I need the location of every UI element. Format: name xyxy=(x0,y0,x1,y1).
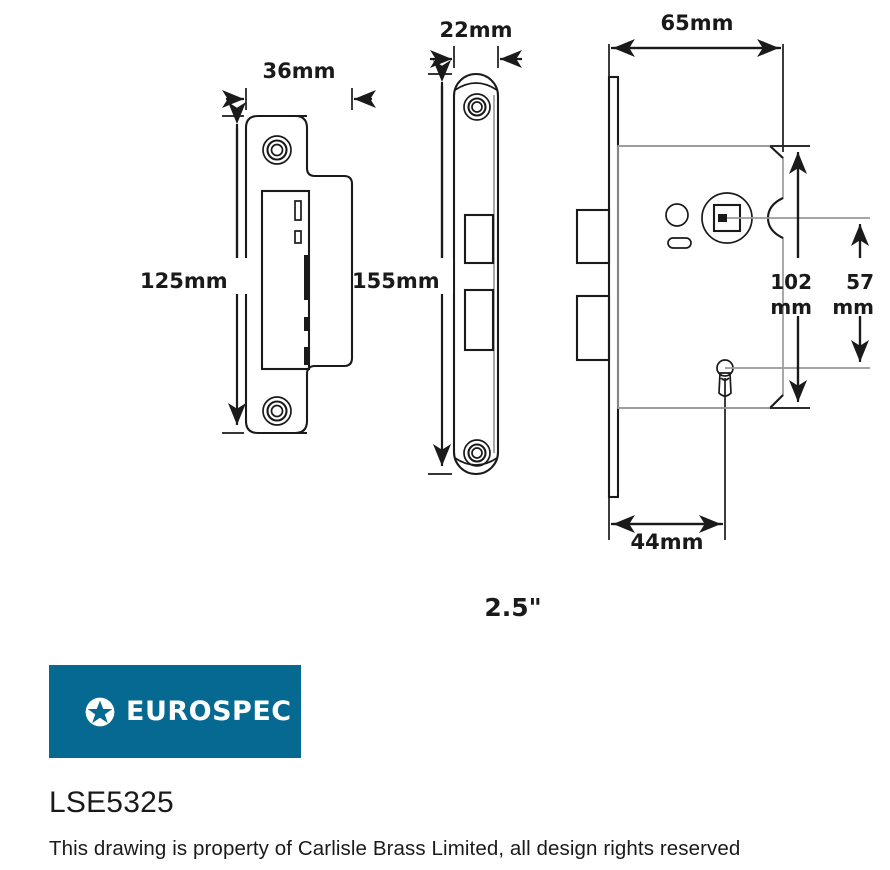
dimension-36mm-label: 36mm xyxy=(263,59,336,83)
forend-bolt-aperture xyxy=(463,288,495,352)
dimension-57mm: 57 mm xyxy=(832,224,876,362)
dimension-36mm: 36mm xyxy=(222,59,376,110)
product-code: LSE5325 xyxy=(49,786,174,819)
follower-spindle-mark xyxy=(718,214,727,222)
faceplate-notch-1 xyxy=(294,200,302,221)
lockbody-chamfer-bottom xyxy=(769,394,784,409)
faceplate-notch-2 xyxy=(294,230,302,244)
dimension-22mm-label: 22mm xyxy=(440,18,513,42)
lockbody-pin-hole xyxy=(665,203,689,227)
forend-latch-aperture xyxy=(463,213,495,265)
eurospec-logo-text: EUROSPEC xyxy=(126,696,292,727)
dimension-22mm: 22mm xyxy=(430,18,522,69)
rights-notice: This drawing is property of Carlisle Bra… xyxy=(49,837,741,860)
lockbody-forend-strip xyxy=(607,75,620,499)
dimension-155mm-label: 155mm xyxy=(352,269,440,293)
eurospec-logo: EUROSPEC xyxy=(49,665,301,758)
faceplate-bolt-slot-1 xyxy=(304,255,309,300)
faceplate-screw-hole-top xyxy=(262,135,292,165)
dimension-102mm-label: 102 xyxy=(770,270,812,294)
dimension-125mm: 125mm xyxy=(140,102,250,434)
forend-screw-hole-bottom xyxy=(463,439,491,467)
dimension-44mm-label: 44mm xyxy=(631,530,704,554)
dimension-57mm-unit: mm xyxy=(832,295,874,319)
dimension-44mm: 44mm xyxy=(608,378,726,554)
faceplate-lock-case-outline xyxy=(260,189,311,371)
lockbody-chamfer-top xyxy=(769,145,784,159)
faceplate-outline xyxy=(244,114,354,435)
lockbody-dead-bolt xyxy=(575,294,611,362)
view-side-forend: 22mm 155mm xyxy=(352,18,522,476)
faceplate-screw-hole-bottom xyxy=(262,396,292,426)
forend-screw-hole-top xyxy=(463,93,491,121)
view-front-faceplate: 36mm 125mm xyxy=(140,59,376,435)
forend-bottom-curve xyxy=(454,457,498,466)
footer-block: EUROSPEC LSE5325 This drawing is propert… xyxy=(49,665,849,861)
dimension-57mm-label: 57 xyxy=(846,270,874,294)
faceplate-bolt-slot-3 xyxy=(304,347,309,365)
dimension-102mm: 102 mm xyxy=(770,152,812,402)
lockbody-slot xyxy=(667,237,692,249)
star-in-circle-icon xyxy=(85,697,115,726)
dimension-65mm-label: 65mm xyxy=(661,11,734,35)
scale-label: 2.5" xyxy=(484,593,541,622)
forend-outline xyxy=(452,72,500,476)
dimension-155mm: 155mm xyxy=(352,60,453,475)
dimension-102mm-unit: mm xyxy=(770,295,812,319)
faceplate-bolt-slot-2 xyxy=(304,317,309,331)
view-lock-body: 65mm 44mm 102 mm 57 xyxy=(575,11,876,554)
forend-top-curve xyxy=(454,82,498,91)
dimension-125mm-label: 125mm xyxy=(140,269,228,293)
lockbody-latch-bolt xyxy=(575,208,611,265)
dimension-65mm: 65mm xyxy=(608,11,784,152)
